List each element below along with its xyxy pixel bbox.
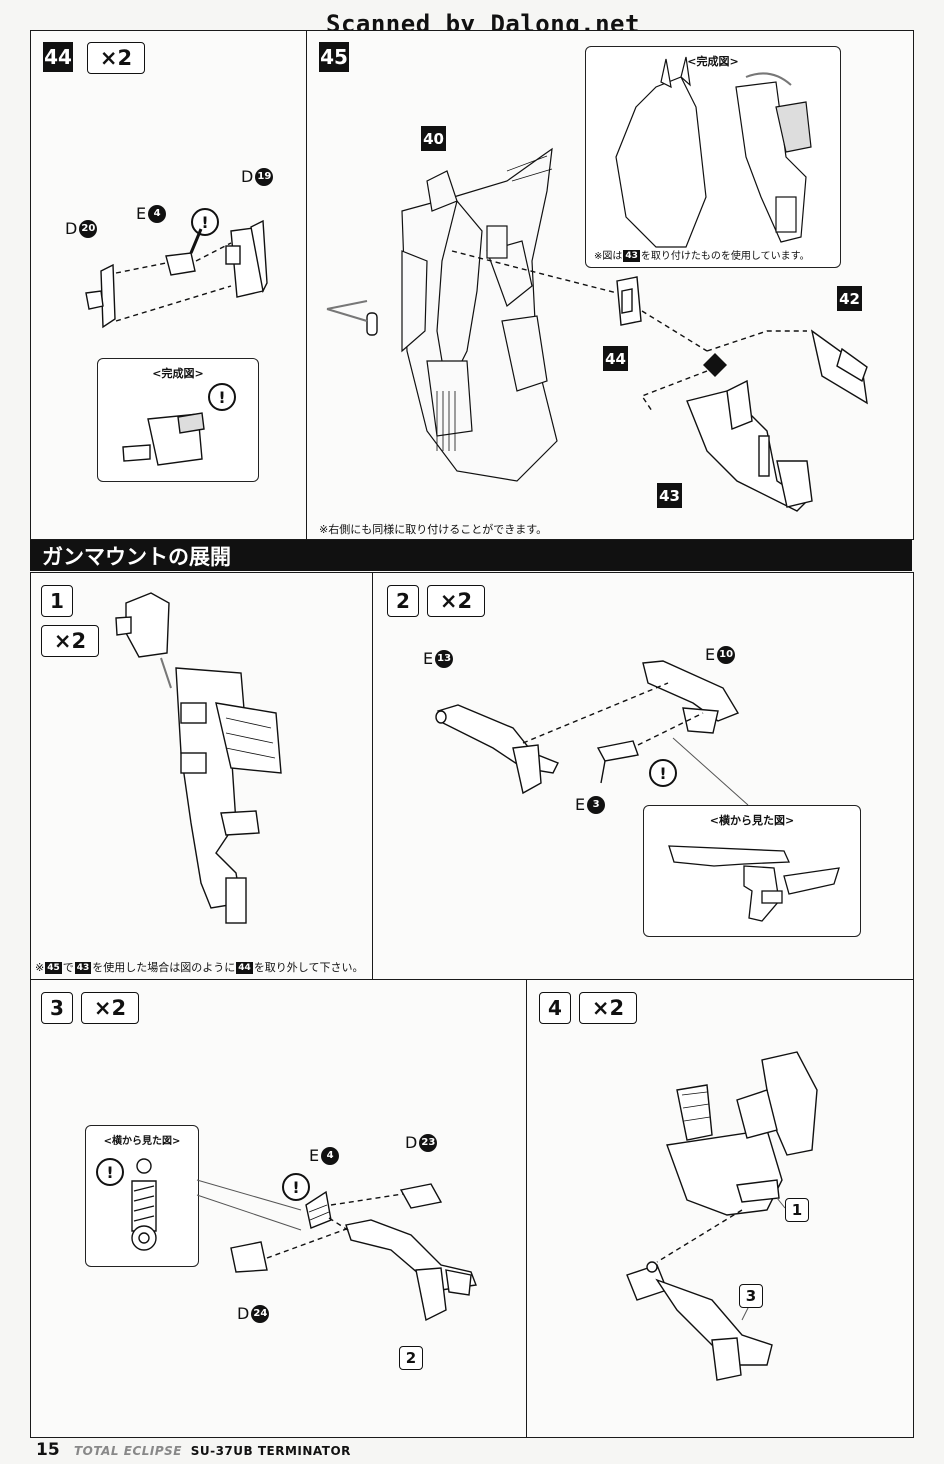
part-label-d24: D 24 <box>237 1304 270 1323</box>
part-label-e10: E 10 <box>705 645 736 664</box>
gun-mount-drawing <box>115 592 282 924</box>
footer-title: TOTAL ECLIPSE SU-37UB TERMINATOR <box>74 1444 351 1458</box>
step-4-assembly-drawing <box>626 1051 818 1381</box>
step-44-parts-drawing <box>85 219 268 329</box>
step-number-badge: 2 <box>387 585 419 617</box>
side-note: ※右側にも同様に取り付けることができます。 <box>319 523 548 536</box>
callout-part-42: 42 <box>837 286 862 311</box>
inset-title: <完成図> <box>152 367 204 380</box>
side-view-drawing <box>131 1158 157 1251</box>
section-heading: ガンマウントの展開 <box>30 540 912 571</box>
step-number-badge: 3 <box>41 992 73 1024</box>
quantity-badge: ×2 <box>427 585 485 617</box>
step-number-badge: 45 <box>319 42 349 72</box>
step-3-parts-drawing <box>196 1179 477 1322</box>
quantity-badge: ×2 <box>579 992 637 1024</box>
inset-title: <完成図> <box>687 55 739 68</box>
caution-icon: ! <box>282 1173 310 1201</box>
callout-part-44: 44 <box>603 346 628 371</box>
caution-icon: ! <box>191 208 219 236</box>
mecha-torso-drawing <box>326 147 868 512</box>
ref-step-2-badge: 2 <box>399 1346 423 1370</box>
completed-view-drawing <box>615 56 812 248</box>
step-2-panel: 2 ×2 E 13 E 10 E 3 ! <横から見た図> <box>372 572 914 980</box>
ref-step-3-badge: 3 <box>739 1284 763 1308</box>
caution-icon: ! <box>96 1158 124 1186</box>
side-view-inset: <横から見た図> ! <box>85 1125 199 1267</box>
caution-icon: ! <box>208 383 236 411</box>
quantity-badge: ×2 <box>41 625 99 657</box>
completed-part-drawing <box>122 412 205 466</box>
step-2-parts-drawing <box>435 660 749 806</box>
step-number-badge: 1 <box>41 585 73 617</box>
step-number-badge: 44 <box>43 42 73 72</box>
caution-icon: ! <box>649 759 677 787</box>
completed-view-inset: <完成図> ! <box>97 358 259 482</box>
footer-series: TOTAL ECLIPSE <box>74 1444 183 1458</box>
side-view-drawing <box>668 845 840 922</box>
footer-model: SU-37UB TERMINATOR <box>190 1444 351 1458</box>
part-label-e4: E 4 <box>136 204 167 223</box>
page-number: 15 <box>36 1440 60 1460</box>
ref-step-1-badge: 1 <box>785 1198 809 1222</box>
part-label-e13: E 13 <box>423 649 454 668</box>
side-view-inset: <横から見た図> <box>643 805 861 937</box>
inset-title: <横から見た図> <box>709 814 795 827</box>
step-4-panel: 4 ×2 1 3 <box>526 979 914 1438</box>
part-label-d23: D 23 <box>405 1133 438 1152</box>
part-label-d20: D 20 <box>65 219 98 238</box>
inset-title: <横から見た図> <box>103 1136 181 1147</box>
quantity-badge: ×2 <box>87 42 145 74</box>
quantity-badge: ×2 <box>81 992 139 1024</box>
step-number-badge: 4 <box>539 992 571 1024</box>
callout-part-43: 43 <box>657 483 682 508</box>
part-label-e3: E 3 <box>575 795 606 814</box>
callout-part-40: 40 <box>421 126 446 151</box>
step-45-panel: 45 <box>306 30 914 540</box>
step-3-panel: 3 ×2 <横から見た図> ! E 4 D 23 D 24 ! 2 <box>30 979 528 1438</box>
step-44-panel: 44 ×2 D 20 E 4 D 19 ! <完成図> ! <box>30 30 308 540</box>
part-label-e4: E 4 <box>309 1146 340 1165</box>
part-label-d19: D 19 <box>241 167 274 186</box>
